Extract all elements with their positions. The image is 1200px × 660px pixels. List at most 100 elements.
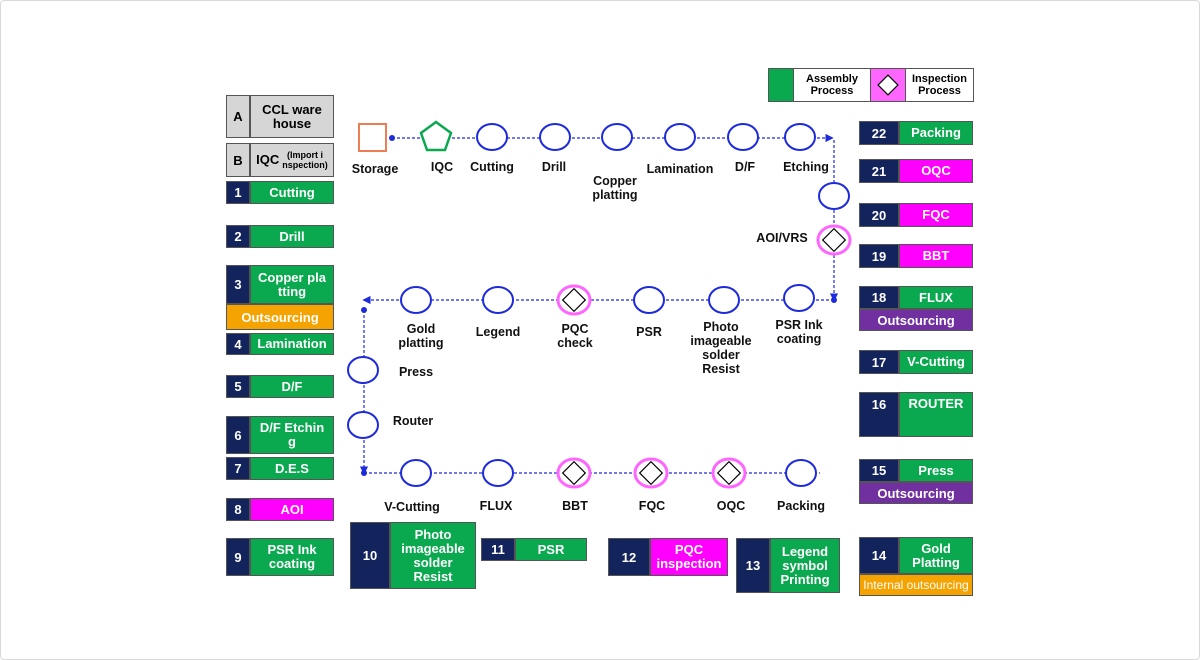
flow-label-gold-plating: Gold platting (398, 322, 444, 350)
step-number: 21 (859, 159, 899, 183)
flow-label-oqc: OQC (716, 499, 746, 513)
process-node-circle (539, 123, 571, 151)
step-10-photo-solder-resist: 10 Photo imageable solder Resist (350, 522, 476, 589)
step-number: 10 (350, 522, 390, 589)
flow-label-df: D/F (734, 160, 756, 174)
step-number: 6 (226, 416, 250, 454)
step-label: ROUTER (899, 392, 973, 437)
process-node-circle (400, 286, 432, 314)
step-9-psr-ink-coating: 9 PSR Ink coating (226, 538, 334, 576)
step-label-main: IQC (256, 152, 280, 167)
process-node-circle (482, 459, 514, 487)
step-21-oqc: 21 OQC (859, 159, 973, 183)
bbt-inspection-diamond-icon (561, 460, 587, 486)
step-label: Gold Platting (899, 537, 973, 574)
step-number: 4 (226, 333, 250, 355)
step-number: 3 (226, 265, 250, 304)
aoi-vrs-inspection-diamond-icon (821, 227, 847, 253)
step-number: 7 (226, 457, 250, 480)
flow-label-legend: Legend (475, 325, 521, 339)
diamond-icon (877, 74, 899, 96)
step-a-ccl-warehouse: A CCL ware house (226, 95, 334, 138)
step-label: D/F (250, 375, 334, 398)
step-3-copper-plating: 3 Copper pla tting (226, 265, 334, 304)
step-number: 18 (859, 286, 899, 309)
step-14-gold-plating: 14 Gold Platting (859, 537, 973, 574)
flow-label-etching: Etching (783, 160, 829, 174)
flow-label-photo-solder-resist: Photo imageable solder Resist (690, 320, 752, 376)
step-number: 11 (481, 538, 515, 561)
step-label: AOI (250, 498, 334, 521)
step-number: 22 (859, 121, 899, 145)
process-node-circle (664, 123, 696, 151)
step-22-packing: 22 Packing (859, 121, 973, 145)
process-node-circle (482, 286, 514, 314)
flow-label-fqc: FQC (638, 499, 666, 513)
process-node-circle (784, 123, 816, 151)
flow-label-bbt: BBT (562, 499, 588, 513)
step-label: Lamination (250, 333, 334, 355)
iqc-pentagon-icon (419, 120, 453, 152)
step-12-pqc-inspection: 12 PQC inspection (608, 538, 728, 576)
step-number: B (226, 143, 250, 177)
step-label: BBT (899, 244, 973, 268)
step-label: Cutting (250, 181, 334, 204)
step-15-press: 15 Press (859, 459, 973, 482)
step-b-iqc: B IQC (Import i nspection) (226, 143, 334, 177)
step-label: V-Cutting (899, 350, 973, 374)
step-number: 12 (608, 538, 650, 576)
outsourcing-badge: Outsourcing (859, 309, 973, 331)
process-node-circle (708, 286, 740, 314)
flow-label-copper-plating: Copper platting (592, 174, 638, 202)
step-7-des: 7 D.E.S (226, 457, 334, 480)
process-node-circle (727, 123, 759, 151)
flow-junction-dot (361, 470, 367, 476)
storage-square-icon (358, 123, 387, 152)
legend-assembly-swatch (769, 69, 794, 101)
step-number: 17 (859, 350, 899, 374)
process-node-circle (633, 286, 665, 314)
step-label: PQC inspection (650, 538, 728, 576)
flow-label-press: Press (398, 365, 434, 379)
pqc-check-inspection-diamond-icon (561, 287, 587, 313)
internal-outsourcing-badge: Internal outsourcing (859, 574, 973, 596)
step-number: 2 (226, 225, 250, 248)
step-label-note: (Import i nspection) (282, 150, 328, 170)
step-number: A (226, 95, 250, 138)
outsourcing-badge: Outsourcing (226, 304, 334, 330)
step-label: D/F Etchin g (250, 416, 334, 454)
flow-junction-dot (361, 307, 367, 313)
step-number: 1 (226, 181, 250, 204)
step-label: IQC (Import i nspection) (250, 143, 334, 177)
step-5-df: 5 D/F (226, 375, 334, 398)
step-label: Copper pla tting (250, 265, 334, 304)
step-19-bbt: 19 BBT (859, 244, 973, 268)
flow-label-psr: PSR (636, 325, 662, 339)
process-node-circle (347, 356, 379, 384)
flow-label-iqc: IQC (430, 160, 454, 174)
legend: Assembly Process Inspection Process (768, 68, 974, 102)
flow-label-aoi-vrs: AOI/VRS (756, 231, 808, 245)
flow-label-lamination: Lamination (646, 162, 714, 176)
step-number: 5 (226, 375, 250, 398)
step-number: 14 (859, 537, 899, 574)
process-node-circle (400, 459, 432, 487)
flow-label-flux: FLUX (479, 499, 513, 513)
step-number: 9 (226, 538, 250, 576)
flow-label-storage: Storage (351, 162, 399, 176)
step-18-flux: 18 FLUX (859, 286, 973, 309)
step-20-fqc: 20 FQC (859, 203, 973, 227)
legend-assembly-label: Assembly Process (806, 73, 858, 97)
step-8-aoi: 8 AOI (226, 498, 334, 521)
step-2-drill: 2 Drill (226, 225, 334, 248)
flow-label-psr-ink-coating: PSR Ink coating (775, 318, 823, 346)
flow-label-drill: Drill (541, 160, 567, 174)
step-label: Photo imageable solder Resist (390, 522, 476, 589)
flow-label-cutting: Cutting (470, 160, 514, 174)
step-number: 16 (859, 392, 899, 437)
process-node-circle (783, 284, 815, 312)
step-label: CCL ware house (250, 95, 334, 138)
process-node-circle (818, 182, 850, 210)
process-node-circle (476, 123, 508, 151)
